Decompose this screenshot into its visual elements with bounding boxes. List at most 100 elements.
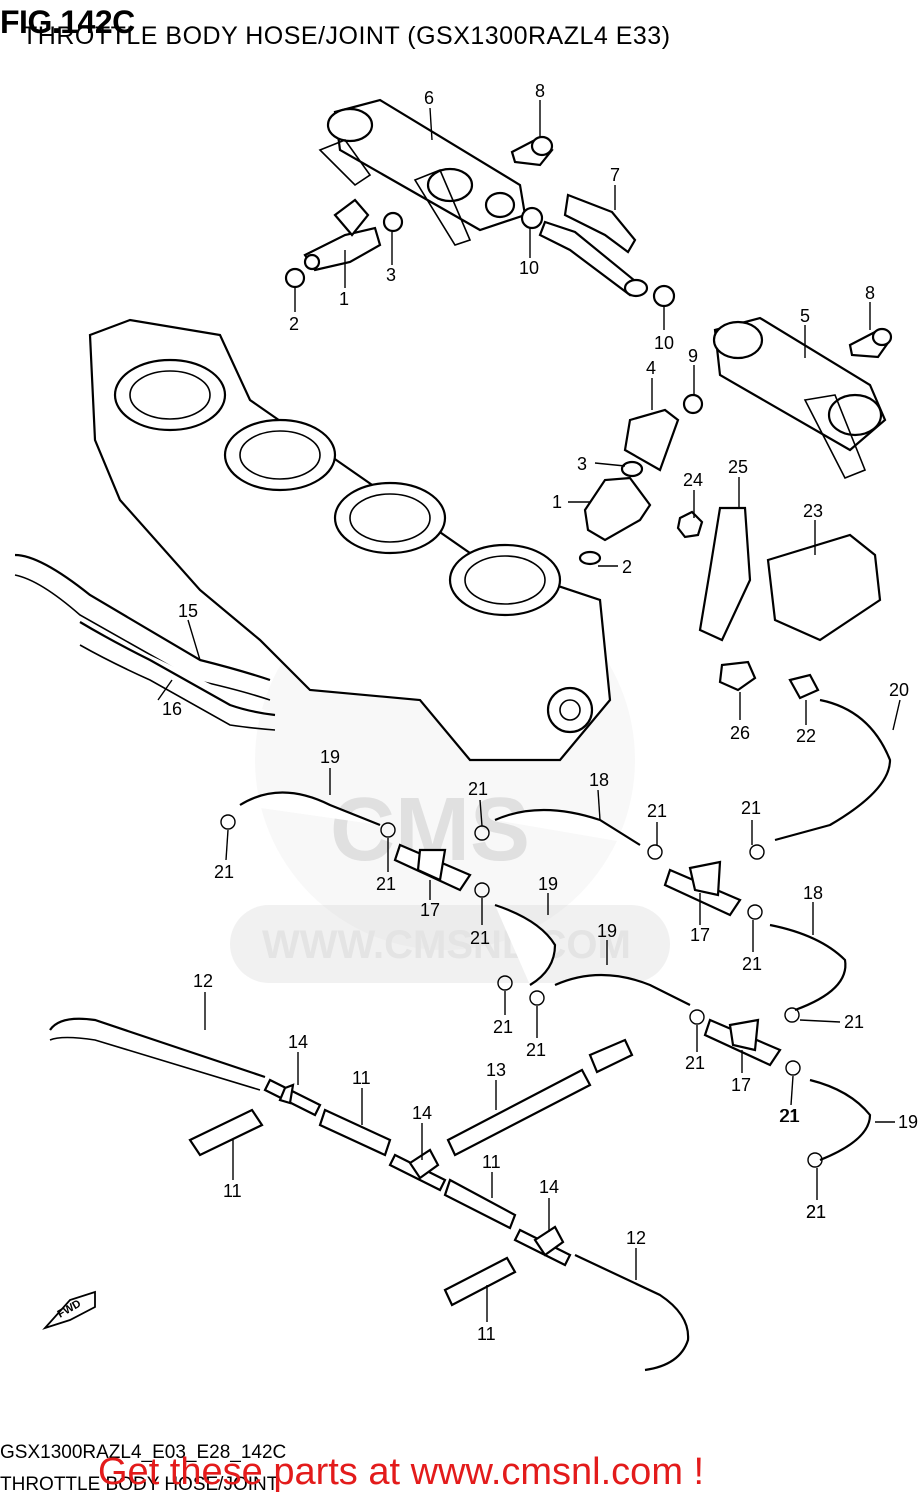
- oring-3-lower: [620, 460, 644, 478]
- callout: 15: [178, 601, 198, 621]
- oring-10-lower: [652, 284, 676, 308]
- callout: 12: [626, 1228, 646, 1248]
- callout: 21: [806, 1202, 826, 1222]
- diagram-code: GSX1300RAZL4_E03_E28_142C: [0, 1442, 287, 1463]
- callout: 3: [386, 265, 396, 285]
- joint-17-c: [703, 1018, 782, 1067]
- hose-11-c: [443, 1178, 517, 1230]
- callout: 6: [424, 88, 434, 108]
- hose-19-b: [494, 903, 557, 986]
- hose-19-d: [809, 1078, 872, 1162]
- callout: 2: [289, 314, 299, 334]
- clip-22: [788, 673, 820, 700]
- callout: 10: [654, 333, 674, 353]
- callout: 21: [214, 862, 234, 882]
- oring-2-upper: [284, 267, 306, 289]
- callout: 24: [683, 470, 703, 490]
- callout: 14: [288, 1032, 308, 1052]
- callout: 20: [889, 680, 909, 700]
- bolt-8-upper: [510, 135, 554, 167]
- hose-18-b: [769, 923, 847, 1012]
- throttle-body-assembly: [88, 318, 612, 762]
- hose-18-a: [494, 808, 641, 846]
- callout: 8: [865, 283, 875, 303]
- fuel-rail-upper: [318, 98, 527, 246]
- callout: 21: [741, 798, 761, 818]
- callout: 11: [223, 1181, 242, 1201]
- bolt-26: [718, 660, 757, 692]
- callout: 21: [647, 801, 667, 821]
- solenoid-23: [766, 533, 882, 642]
- callout: 19: [898, 1112, 918, 1132]
- callout: 5: [800, 306, 810, 326]
- callout: 3: [577, 454, 587, 474]
- hose-15: [14, 553, 271, 682]
- injector-1-lower: [583, 476, 652, 542]
- callout: 21: [779, 1106, 799, 1126]
- callout: 14: [412, 1103, 432, 1123]
- callout: 14: [539, 1177, 559, 1197]
- callout: 23: [803, 501, 823, 521]
- callout: 21: [742, 954, 762, 974]
- callout: 8: [535, 81, 545, 101]
- hose-11-b: [318, 1108, 392, 1157]
- figure-title: THROTTLE BODY HOSE/JOINT (GSX1300RAZL4 E…: [22, 22, 671, 50]
- cta-link[interactable]: Get these parts at www.cmsnl.com !: [98, 1451, 705, 1493]
- callout: 19: [597, 921, 617, 941]
- pipe-7: [538, 193, 649, 298]
- diagram-name: THROTTLE BODY HOSE/JOINT: [0, 1474, 279, 1495]
- callout: 21: [685, 1053, 705, 1073]
- figure-number: FIG.142C: [0, 4, 135, 40]
- hose-19-a: [239, 791, 381, 827]
- callout: 21: [844, 1012, 864, 1032]
- callout: 21: [376, 874, 396, 894]
- clip-21-group: [220, 814, 823, 1168]
- nut-24: [676, 510, 704, 539]
- hose-11-d: [443, 1256, 517, 1307]
- callout: 25: [728, 457, 748, 477]
- callout: 19: [538, 874, 558, 894]
- hose-11-a: [188, 1108, 264, 1157]
- callout: 13: [486, 1060, 506, 1080]
- callout: 21: [780, 1106, 800, 1126]
- oring-9: [682, 393, 704, 415]
- callout: 1: [552, 492, 562, 512]
- bolt-8-lower: [848, 327, 893, 359]
- callout: 21: [493, 1017, 513, 1037]
- oring-2-lower: [578, 550, 602, 566]
- cap-4: [623, 408, 680, 472]
- oring-3-upper: [382, 211, 404, 233]
- leader-lines: [157, 100, 901, 1322]
- joint-14-b: [388, 1148, 447, 1192]
- callout: 11: [477, 1324, 496, 1344]
- callout: 17: [690, 925, 710, 945]
- callout: 9: [688, 346, 698, 366]
- callout: 16: [162, 699, 182, 719]
- callout: 17: [420, 900, 440, 920]
- callout: 21: [806, 1202, 826, 1222]
- injector-1-upper: [303, 198, 382, 272]
- callout-labels: 6 8 7 3 10 1 2 10 8 5 4 9 3 1 2 24 25 23…: [162, 81, 918, 1344]
- joint-17-a: [393, 843, 472, 892]
- hose-16: [79, 621, 276, 717]
- hose-12-a: [49, 1017, 266, 1079]
- callout: 7: [610, 165, 620, 185]
- hose-20: [774, 698, 892, 842]
- callout: 1: [339, 289, 349, 309]
- callout: 17: [731, 1075, 751, 1095]
- callout: 2: [622, 557, 632, 577]
- joint-14-a: [263, 1078, 322, 1117]
- fwd-arrow-icon: FWD: [42, 1290, 96, 1330]
- callout: 21: [526, 1040, 546, 1060]
- callout: 4: [646, 358, 656, 378]
- hose-13: [446, 1068, 592, 1157]
- callout: 26: [730, 723, 750, 743]
- callout: 21: [470, 928, 490, 948]
- joint-17-b: [663, 860, 742, 917]
- hose-12-b: [574, 1254, 690, 1372]
- callout: 10: [519, 258, 539, 278]
- callout: 19: [320, 747, 340, 767]
- watermark-text: WWW.CMSNL.COM: [262, 923, 631, 967]
- callout: 12: [193, 971, 213, 991]
